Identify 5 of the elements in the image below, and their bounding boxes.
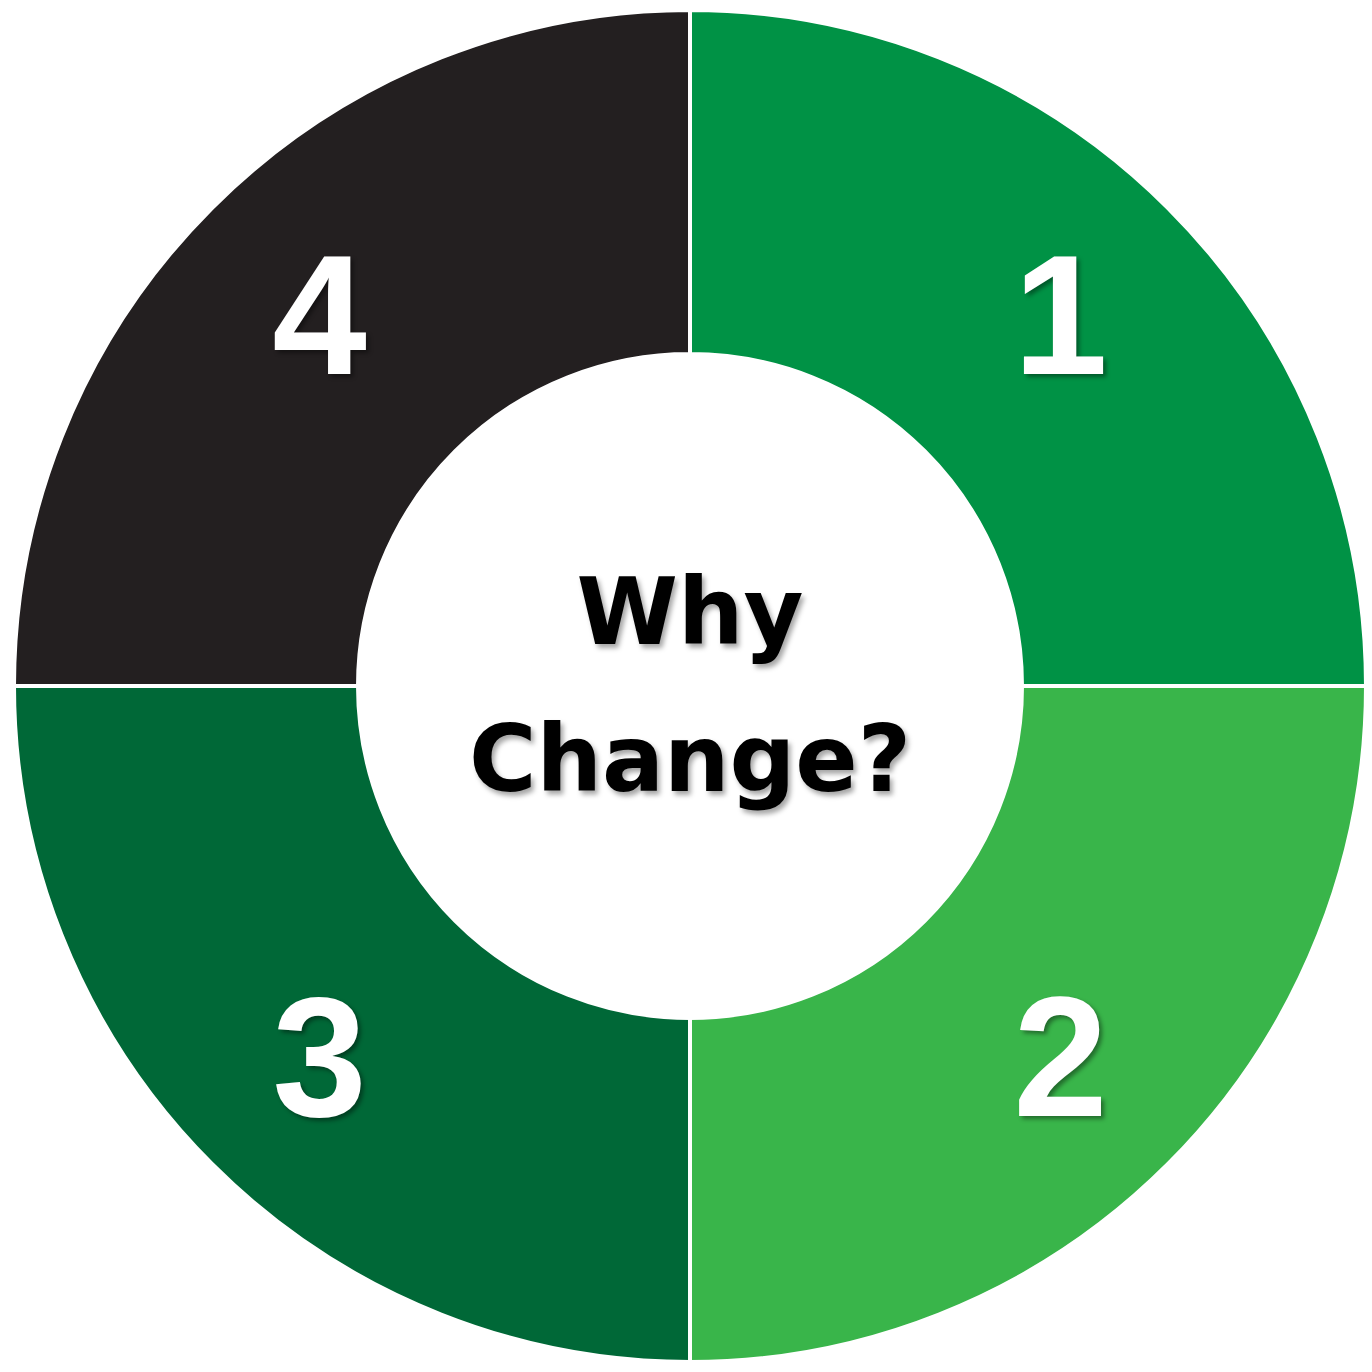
center-title: Why Change? — [467, 557, 913, 815]
segment-number: 4 — [272, 230, 367, 401]
segment-number: 3 — [272, 971, 367, 1142]
segment-number: 2 — [1013, 971, 1108, 1142]
segment-number: 1 — [1013, 230, 1108, 401]
